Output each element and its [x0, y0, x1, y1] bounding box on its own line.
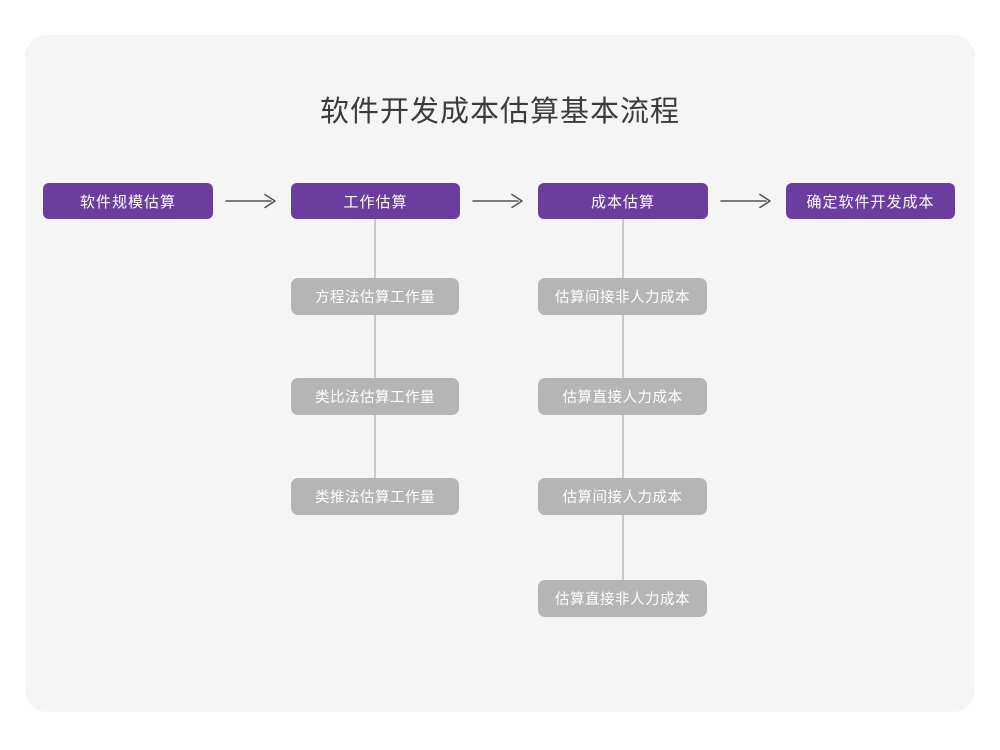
flow-node-software-scale-estimation[interactable]: 软件规模估算 — [43, 183, 213, 219]
diagram-card — [25, 35, 975, 712]
sub-node-indirect-human-cost[interactable]: 估算间接人力成本 — [538, 478, 707, 515]
sub-node-analogy-method-effort[interactable]: 类比法估算工作量 — [291, 378, 459, 415]
arrow-right-icon — [214, 183, 290, 219]
sub-node-indirect-nonhuman-cost[interactable]: 估算间接非人力成本 — [538, 278, 707, 315]
arrow-right-icon — [709, 183, 785, 219]
sub-node-deduction-method-effort[interactable]: 类推法估算工作量 — [291, 478, 459, 515]
flow-node-effort-estimation[interactable]: 工作估算 — [291, 183, 460, 219]
sub-node-direct-nonhuman-cost[interactable]: 估算直接非人力成本 — [538, 580, 707, 617]
sub-node-direct-human-cost[interactable]: 估算直接人力成本 — [538, 378, 707, 415]
page-title: 软件开发成本估算基本流程 — [319, 96, 680, 128]
arrow-right-icon — [461, 183, 537, 219]
sub-node-equation-method-effort[interactable]: 方程法估算工作量 — [291, 278, 459, 315]
connector-line-effort-branch — [374, 219, 376, 499]
flow-node-cost-estimation[interactable]: 成本估算 — [538, 183, 708, 219]
flow-node-determine-development-cost[interactable]: 确定软件开发成本 — [786, 183, 955, 219]
